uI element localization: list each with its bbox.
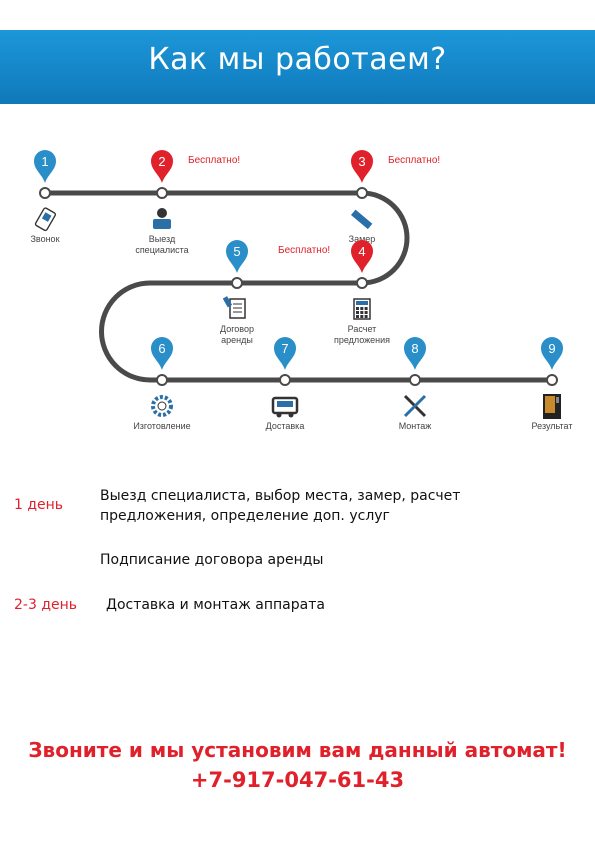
step-label: Монтаж	[399, 421, 432, 431]
step-pin-9	[541, 337, 563, 370]
step-label: Договор	[220, 324, 254, 334]
step-number: 7	[281, 341, 288, 356]
step-label: Замер	[349, 234, 376, 244]
step-label: Выезд	[149, 234, 176, 244]
step-node	[156, 374, 168, 386]
header-banner: Как мы работаем?	[0, 30, 595, 104]
step-node	[356, 277, 368, 289]
step-pin-4	[351, 240, 373, 273]
step-pin-7	[274, 337, 296, 370]
step-pin-3	[351, 150, 373, 183]
step-pin-5	[226, 240, 248, 273]
step-number: 9	[548, 341, 555, 356]
free-badge: Бесплатно!	[188, 155, 240, 166]
gear-icon	[151, 395, 173, 417]
step-pin-2	[151, 150, 173, 183]
step-node	[409, 374, 421, 386]
step-number: 1	[41, 154, 48, 169]
call-to-action: Звоните и мы установим вам данный автома…	[28, 738, 567, 762]
step-label: Доставка	[266, 421, 305, 431]
step-node	[39, 187, 51, 199]
step-node	[231, 277, 243, 289]
free-badge: Бесплатно!	[278, 245, 330, 256]
schedule-text-1: Выезд специалиста, выбор места, замер, р…	[100, 488, 461, 524]
step-pin-6	[151, 337, 173, 370]
step-label: Изготовление	[133, 421, 190, 431]
step-number: 4	[358, 244, 365, 259]
free-badge: Бесплатно!	[388, 155, 440, 166]
day-label-2: 2-3 день	[14, 597, 78, 613]
schedule-text-3: Доставка и монтаж аппарата	[106, 597, 325, 613]
step-label: специалиста	[135, 245, 188, 255]
step-number: 2	[158, 154, 165, 169]
step-label: предложения	[334, 335, 390, 345]
step-label: аренды	[221, 335, 253, 345]
day-label-1: 1 день	[14, 497, 64, 513]
page-title: Как мы работаем?	[148, 42, 447, 77]
step-number: 5	[233, 244, 240, 259]
step-label: Расчет	[348, 324, 377, 334]
step-node	[356, 187, 368, 199]
step-node	[156, 187, 168, 199]
step-node	[546, 374, 558, 386]
specialist-icon	[157, 208, 167, 218]
phone-number[interactable]: +7-917-047-61-43	[190, 768, 405, 792]
step-node	[279, 374, 291, 386]
step-number: 8	[411, 341, 418, 356]
schedule-text-2: Подписание договора аренды	[100, 552, 324, 568]
step-label: Звонок	[30, 234, 59, 244]
step-label: Результат	[532, 421, 573, 431]
process-step-3: 3 Бесплатно! Замер	[349, 150, 440, 244]
step-pin-8	[404, 337, 426, 370]
step-number: 6	[158, 341, 165, 356]
process-track	[42, 190, 555, 383]
step-pin-1	[33, 149, 56, 183]
ruler-icon	[351, 209, 373, 230]
step-number: 3	[358, 154, 365, 169]
